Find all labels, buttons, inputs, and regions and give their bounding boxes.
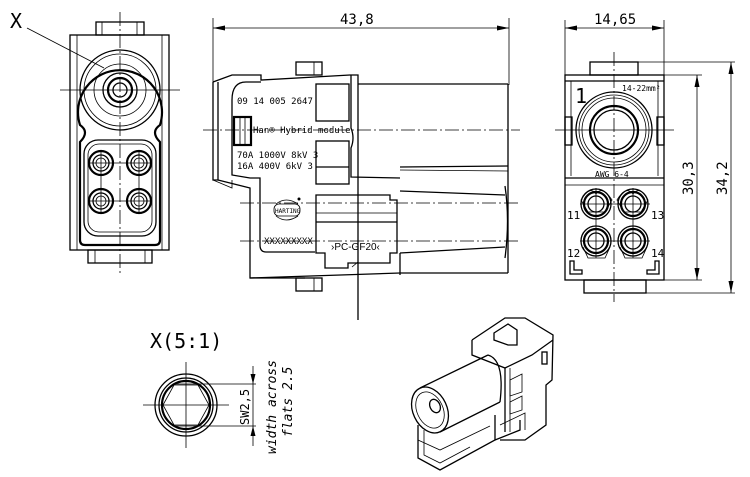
part-number: 09 14 005 2647 (237, 97, 313, 107)
detail-note-line-1: width across (265, 360, 280, 454)
detail-note-line-2: flats 2.5 (281, 366, 296, 437)
harting-logo: HARTING (273, 197, 301, 221)
cylinder-face (410, 386, 450, 434)
pin-11: 11 (567, 209, 580, 222)
material-pocket (315, 194, 398, 269)
coding-window (232, 115, 253, 147)
housing-outline (69, 34, 170, 251)
total-height-dimension: 34,2 (715, 161, 731, 195)
brand-label: HARTING (275, 208, 301, 215)
detail-view: X(5:1) SW2,5 width across flats 2.5 (143, 329, 296, 454)
end-view: 14,65 1 14-22mm² AWG 6-4 (555, 12, 735, 302)
product-name: Han® Hybrid module (253, 126, 351, 136)
material-label: ›PC-GF20‹ (331, 242, 380, 253)
awg-label: AWG 6-4 (595, 170, 629, 179)
wire-cross-section: 14-22mm² (622, 84, 661, 93)
isometric-view (410, 317, 554, 471)
rating-line-2: 16A 400V 6kV 3 (237, 162, 313, 172)
length-dimension: 43,8 (340, 12, 374, 28)
corner-mark-right (646, 260, 660, 275)
hex-size-label: SW2,5 (238, 389, 252, 425)
width-dimension: 14,65 (594, 12, 636, 28)
front-view: X (10, 9, 180, 275)
side-view: 43,8 09 14 005 (203, 12, 520, 320)
pin-13: 13 (651, 209, 664, 222)
rating-line-1: 70A 1000V 8kV 3 (237, 151, 318, 161)
detail-title: X(5:1) (150, 329, 222, 353)
serial-placeholder: XXXXXXXXX (264, 237, 313, 247)
aux-contacts-end (580, 188, 649, 259)
corner-mark-left (569, 260, 583, 275)
housing-contour (76, 69, 164, 247)
pin-14: 14 (651, 247, 665, 260)
pin-12: 12 (567, 247, 580, 260)
aux-contacts (87, 149, 153, 215)
detail-leader-line (26, 27, 105, 69)
detail-marker-label: X (10, 9, 22, 33)
main-contact-number: 1 (575, 84, 587, 108)
body-height-dimension: 30,3 (681, 161, 697, 195)
